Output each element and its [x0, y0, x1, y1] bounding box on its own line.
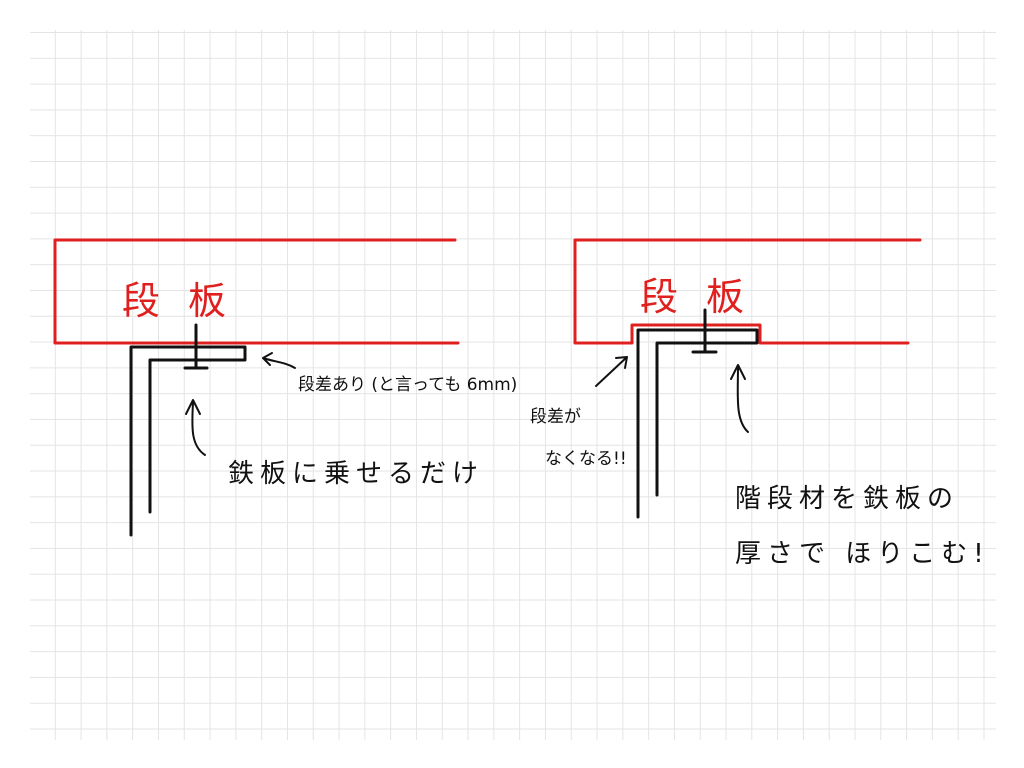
left-plate-note: 鉄板に乗せるだけ: [228, 459, 485, 489]
left-step-note: 段差あり (と言っても 6mm): [298, 375, 518, 395]
right-step-gone-line1: 段差が: [530, 407, 581, 427]
left-board-label: 段板: [122, 279, 255, 323]
right-tread-board: [573, 238, 922, 345]
right-recess-line1: 階段材を鉄板の: [735, 484, 960, 514]
right-recess-line2: 厚さで ほりこむ!: [735, 539, 990, 569]
left-arrow-up: [185, 399, 206, 456]
left-tread-board: [53, 238, 460, 345]
right-board-label: 段板: [640, 275, 773, 319]
grid-paper: [30, 30, 996, 740]
right-arrow-up: [730, 364, 749, 433]
right-angle-outer: [636, 328, 759, 519]
right-step-gone-line2: なくなる!!: [545, 449, 627, 469]
left-arrow-left: [262, 352, 296, 369]
right-arrow-diagonal: [595, 356, 628, 387]
left-angle-outer: [129, 345, 247, 537]
